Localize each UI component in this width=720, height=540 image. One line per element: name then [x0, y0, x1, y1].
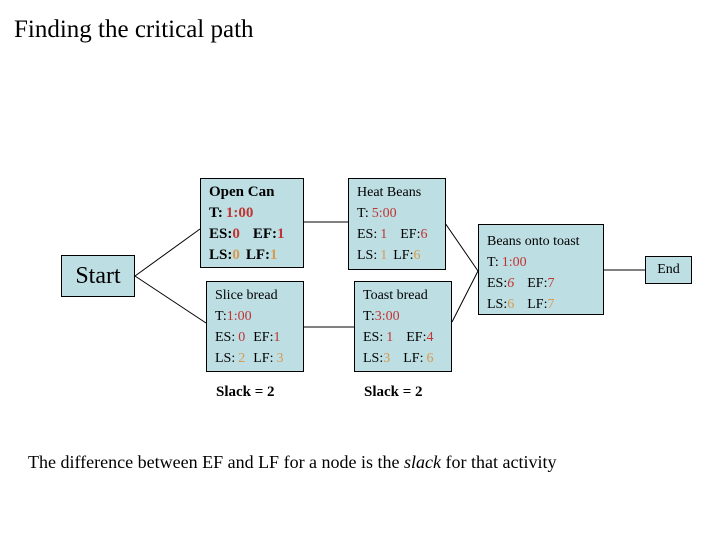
- edge-toast-bread-beans-onto-toast: [451, 270, 479, 323]
- ls-value: 3: [383, 351, 391, 366]
- lf-value: 3: [276, 351, 284, 366]
- es-label: ES:: [215, 330, 236, 345]
- ls-label: LS:: [215, 351, 236, 366]
- ef-label: EF:: [406, 330, 427, 345]
- ef-label: EF:: [252, 226, 278, 242]
- duration-row: T:1:00: [209, 203, 299, 224]
- node-slice-bread: Slice bread T:1:00 ES:0 EF:1 LS:2 LF:3: [206, 281, 304, 372]
- es-value: 1: [386, 330, 394, 345]
- ls-value: 2: [238, 351, 246, 366]
- early-row: ES:1 EF:4: [363, 327, 447, 348]
- lf-value: 6: [426, 351, 434, 366]
- edge-start-open-can: [134, 228, 201, 277]
- lf-label: LF:: [253, 351, 274, 366]
- page-title: Finding the critical path: [14, 16, 254, 43]
- ls-value: 1: [380, 248, 388, 263]
- es-label: ES:: [487, 276, 508, 291]
- ef-label: EF:: [527, 276, 548, 291]
- es-value: 0: [238, 330, 246, 345]
- ls-label: LS:: [363, 351, 384, 366]
- ef-label: EF:: [253, 330, 274, 345]
- start-label: Start: [75, 262, 121, 289]
- node-start: Start: [61, 255, 135, 297]
- node-end: End: [645, 256, 692, 284]
- late-row: LS:2 LF:3: [215, 348, 299, 369]
- ef-value: 1: [273, 330, 281, 345]
- ef-label: EF:: [400, 227, 421, 242]
- t-label: T:: [357, 206, 369, 221]
- ef-value: 6: [420, 227, 428, 242]
- t-value: 5:00: [371, 206, 397, 221]
- early-row: ES:6 EF:7: [487, 273, 599, 294]
- t-value: 1:00: [225, 205, 254, 221]
- duration-row: T:5:00: [357, 203, 441, 224]
- lf-value: 7: [547, 297, 555, 312]
- es-label: ES:: [209, 226, 233, 242]
- node-title: Open Can: [209, 184, 275, 200]
- lf-label: LF:: [393, 248, 414, 263]
- lf-label: LF:: [245, 247, 271, 263]
- slack-label-left: Slack = 2: [216, 384, 275, 400]
- lf-label: LF:: [527, 297, 548, 312]
- footer-emphasis: slack: [404, 452, 442, 472]
- lf-value: 6: [413, 248, 421, 263]
- t-label: T:: [363, 309, 375, 324]
- t-value: 3:00: [374, 309, 400, 324]
- ls-value: 6: [507, 297, 515, 312]
- t-value: 1:00: [501, 255, 527, 270]
- node-title: Toast bread: [363, 288, 428, 303]
- es-value: 1: [380, 227, 388, 242]
- ls-label: LS:: [487, 297, 508, 312]
- late-row: LS:6 LF:7: [487, 294, 599, 315]
- early-row: ES:0 EF:1: [215, 327, 299, 348]
- footer-text-after: for that activity: [441, 452, 557, 472]
- end-label: End: [657, 262, 680, 277]
- t-label: T:: [215, 309, 227, 324]
- ls-label: LS:: [357, 248, 378, 263]
- edge-start-slice-bread: [134, 275, 207, 324]
- t-label: T:: [209, 205, 223, 221]
- node-title: Beans onto toast: [487, 234, 580, 249]
- es-value: 0: [232, 226, 240, 242]
- footer-note: The difference between EF and LF for a n…: [28, 452, 556, 473]
- duration-row: T:1:00: [215, 306, 299, 327]
- t-value: 1:00: [226, 309, 252, 324]
- es-label: ES:: [357, 227, 378, 242]
- es-label: ES:: [363, 330, 384, 345]
- t-label: T:: [487, 255, 499, 270]
- late-row: LS:1 LF:6: [357, 245, 441, 266]
- ef-value: 7: [547, 276, 555, 291]
- ef-value: 4: [426, 330, 434, 345]
- footer-text-before: The difference between EF and LF for a n…: [28, 452, 405, 472]
- lf-value: 1: [270, 247, 278, 263]
- slack-label-right: Slack = 2: [364, 384, 423, 400]
- node-title: Slice bread: [215, 288, 278, 303]
- lf-label: LF:: [403, 351, 424, 366]
- duration-row: T:3:00: [363, 306, 447, 327]
- ls-label: LS:: [209, 247, 233, 263]
- duration-row: T:1:00: [487, 252, 599, 273]
- ef-value: 1: [277, 226, 285, 242]
- early-row: ES:1 EF:6: [357, 224, 441, 245]
- early-row: ES:0 EF:1: [209, 224, 299, 245]
- node-toast-bread: Toast bread T:3:00 ES:1 EF:4 LS:3 LF:6: [354, 281, 452, 372]
- late-row: LS:0 LF:1: [209, 245, 299, 266]
- late-row: LS:3 LF:6: [363, 348, 447, 369]
- edge-heat-beans-beans-onto-toast: [444, 222, 479, 272]
- ls-value: 0: [232, 247, 240, 263]
- node-title: Heat Beans: [357, 185, 422, 200]
- es-value: 6: [507, 276, 515, 291]
